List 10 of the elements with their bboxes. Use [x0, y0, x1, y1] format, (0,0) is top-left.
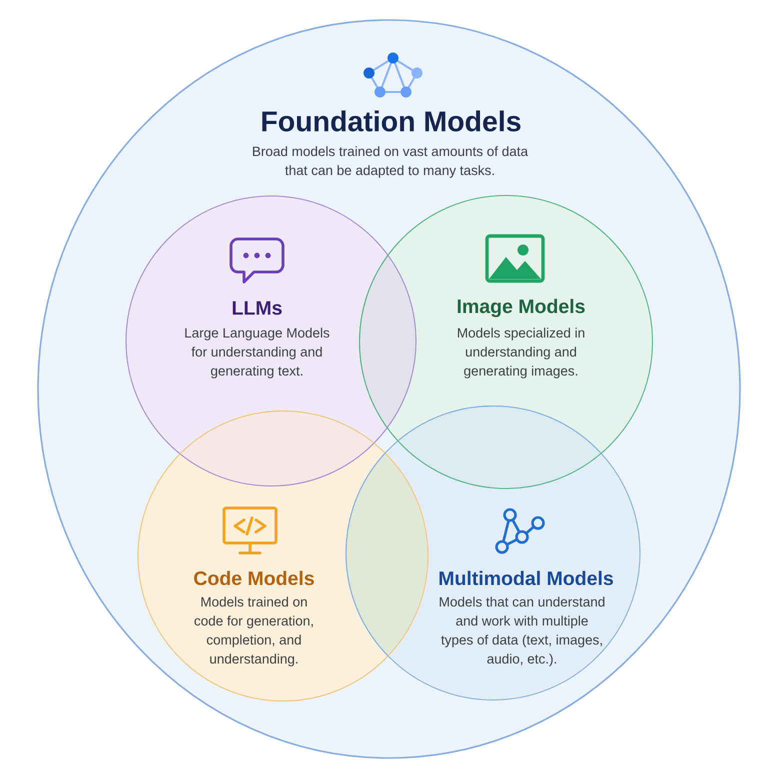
heading: Multimodal Models: [440, 570, 613, 586]
heading: Image Models: [458, 298, 585, 318]
title: Foundation Models: [262, 110, 520, 132]
description: Models specialized in understanding and generating images.: [458, 328, 584, 378]
heading: LLMs: [232, 301, 282, 315]
description: Broad models trained on vast amounts of data that can be adapted to many tasks.: [253, 146, 528, 178]
description: Models trained on code for generation, completion, and understanding.: [194, 596, 313, 666]
heading: Code Models: [194, 570, 314, 586]
description: Models that can understand and work with multiple types of data (text, images, audio, etc.).: [440, 596, 604, 666]
description: Large Language Models for understanding and generating text.: [185, 328, 330, 378]
